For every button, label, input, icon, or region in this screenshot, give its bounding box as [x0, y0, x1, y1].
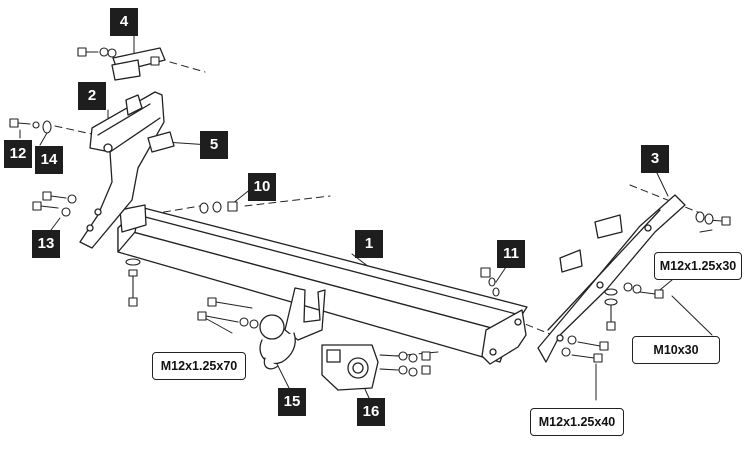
- left-end-plate: [119, 204, 147, 233]
- left-bracket: [79, 91, 165, 249]
- electrical-socket-plate: [321, 344, 379, 391]
- cross-beam: [117, 206, 528, 363]
- part-number-4: 4: [110, 8, 138, 36]
- callout-m12x1-25x70: M12x1.25x70: [152, 352, 246, 380]
- right-bracket: [537, 194, 686, 363]
- tow-ball-assembly: [259, 287, 326, 370]
- part-number-3: 3: [641, 145, 669, 173]
- fasteners: [9, 47, 731, 377]
- part-number-12: 12: [4, 140, 32, 168]
- part-number-15: 15: [278, 388, 306, 416]
- part-number-14: 14: [35, 146, 63, 174]
- callout-m12x1-25x30: M12x1.25x30: [654, 252, 742, 280]
- spacer-plate: [147, 131, 175, 153]
- right-flange-plate: [481, 309, 527, 365]
- callout-m12x1-25x40: M12x1.25x40: [530, 408, 624, 436]
- top-strap-plate: [111, 47, 166, 81]
- part-number-5: 5: [200, 131, 228, 159]
- part-number-16: 16: [357, 398, 385, 426]
- callout-m10x30: M10x30: [632, 336, 720, 364]
- part-number-11: 11: [497, 240, 525, 268]
- part-number-10: 10: [248, 173, 276, 201]
- part-number-2: 2: [78, 82, 106, 110]
- part-number-13: 13: [32, 230, 60, 258]
- part-number-1: 1: [355, 230, 383, 258]
